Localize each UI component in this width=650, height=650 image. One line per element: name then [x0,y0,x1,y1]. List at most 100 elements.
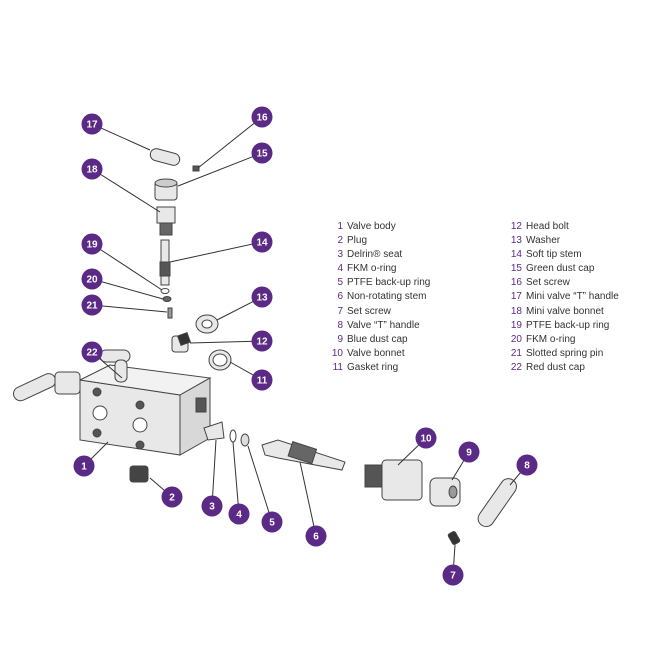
legend-label: Valve body [347,221,396,232]
part-set-screw [447,531,461,545]
legend-number: 18 [510,305,522,317]
legend-item: 2 Plug [330,234,430,248]
legend-number: 10 [331,347,343,359]
leader-line [91,243,163,291]
callout-number: 13 [256,293,268,304]
legend-item: 18 Mini valve bonnet [509,305,619,319]
callout-number: 12 [256,337,268,348]
legend-label: Head bolt [526,221,569,232]
callout-badge-5: 5 [261,511,283,533]
legend-label: Set screw [526,277,570,289]
callout-number: 16 [256,113,268,124]
legend-label: Slotted spring pin [526,347,604,359]
legend-label: Green dust cap [526,263,595,275]
legend-number: 2 [337,235,343,247]
legend-label: Set screw [347,305,391,317]
legend-label: Blue dust cap [347,333,408,345]
legend-number: 14 [510,249,522,261]
leader-line [91,123,151,151]
part-non-rotating-stem [261,439,346,471]
legend-label: Mini valve “T” handle [526,291,619,303]
legend-number: 11 [332,361,343,373]
leader-line [91,168,161,213]
legend-item: 15 Green dust cap [509,262,619,276]
legend-label: Red dust cap [526,361,585,373]
legend-number: 9 [337,333,343,345]
callout-badge-7: 7 [442,564,464,586]
part-mini-bonnet [156,206,176,236]
leader-line [299,461,317,537]
callout-number: 21 [86,301,98,312]
part-plug [129,465,149,483]
callout-badge-1: 1 [73,455,95,477]
part-delrin-seat [203,421,225,441]
callout-badge-2: 2 [161,486,183,508]
legend-item: 9 Blue dust cap [330,333,430,347]
legend-number: 7 [337,305,343,317]
callout-badge-10: 10 [415,427,437,449]
callout-badge-9: 9 [458,441,480,463]
part-o-rings [229,429,250,447]
part-mini-t-handle [149,148,181,166]
callout-badge-12: 12 [251,330,273,352]
callout-number: 15 [256,149,268,160]
callout-number: 4 [236,510,242,521]
callout-badge-14: 14 [251,231,273,253]
callout-badge-20: 20 [81,268,103,290]
legend-number: 5 [337,277,343,289]
leader-line [177,152,263,187]
legend-label: Plug [347,235,368,247]
legend-label: Mini valve bonnet [526,305,604,317]
leader-line [169,241,263,263]
leader-line [211,439,217,507]
legend-label: FKM o-ring [347,263,397,275]
legend-item: 7 Set screw [330,305,430,319]
part-gasket-ring [208,349,232,371]
part-head-bolt [171,331,192,353]
legend-label: Washer [526,235,561,247]
legend-item: 4 FKM o-ring [330,262,430,276]
legend-label: Delrin® seat [347,249,403,261]
callout-badge-4: 4 [228,503,250,525]
legend-number: 4 [337,263,343,275]
legend-number: 19 [510,319,522,331]
part-t-handle [477,478,517,528]
part-washer [195,314,219,334]
callout-badge-11: 11 [251,369,273,391]
legend-number: 8 [337,319,343,331]
leader-line [189,340,263,344]
callout-badge-21: 21 [81,294,103,316]
callout-badge-19: 19 [81,233,103,255]
callout-number: 10 [420,434,432,445]
legend-number: 15 [510,263,522,275]
callout-badge-3: 3 [201,495,223,517]
callout-badge-17: 17 [81,113,103,135]
callout-number: 3 [209,502,215,513]
leader-line [197,116,263,169]
callout-number: 22 [86,348,98,359]
leader-line [232,441,240,515]
legend-number: 3 [337,249,343,261]
callout-number: 9 [466,448,472,459]
legend-item: 3 Delrin® seat [330,248,430,262]
callout-number: 6 [313,532,319,543]
legend-label: FKM o-ring [526,333,576,345]
leader-line [91,304,168,313]
part-valve-body [12,349,212,456]
callout-number: 18 [86,165,98,176]
callout-badge-15: 15 [251,142,273,164]
part-green-dust-cap [154,178,178,201]
